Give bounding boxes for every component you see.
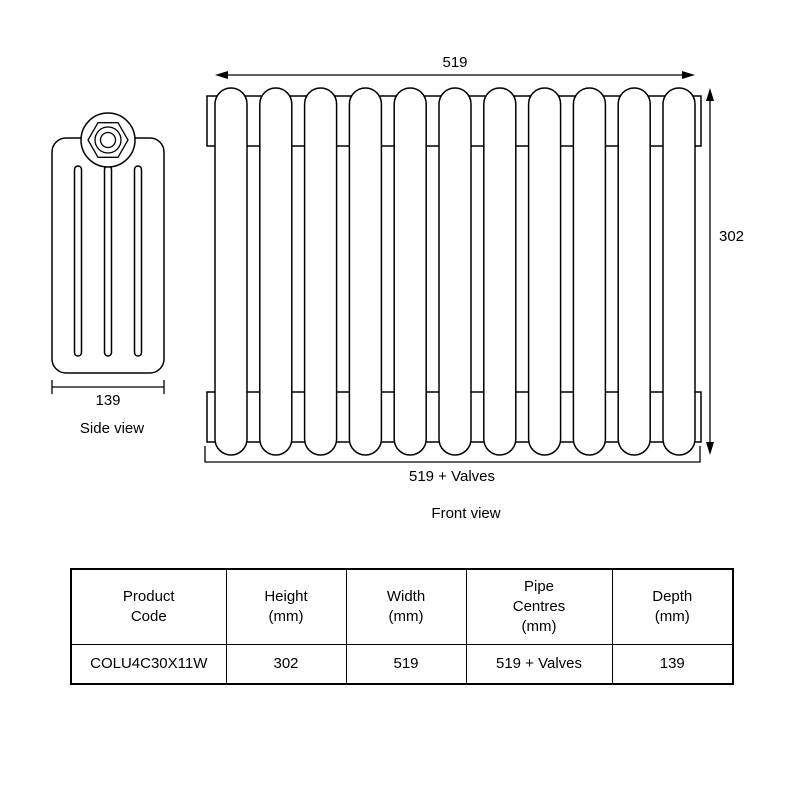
- pipe-centres-label: 519 + Valves: [409, 468, 495, 485]
- radiator-tube: [527, 87, 562, 456]
- spec-table: Product Code Height (mm) Width (mm) Pipe…: [70, 568, 734, 685]
- radiator-diagram: 139 Side view 519: [51, 54, 744, 522]
- width-dimension-arrow: [215, 71, 695, 79]
- radiator-tube: [438, 87, 472, 456]
- table-header-row: Product Code Height (mm) Width (mm) Pipe…: [70, 568, 734, 645]
- width-label: 519: [442, 54, 467, 71]
- depth-dimension: [51, 380, 165, 394]
- table-cell-width: 519: [345, 644, 467, 685]
- spec-table-container: Product Code Height (mm) Width (mm) Pipe…: [70, 568, 734, 685]
- radiator-tube: [483, 87, 517, 456]
- valve-icon: [80, 112, 136, 168]
- radiator-tube: [617, 87, 651, 456]
- depth-label: 139: [95, 392, 120, 409]
- table-header-width: Width (mm): [345, 568, 467, 645]
- table-header-product-code: Product Code: [70, 568, 227, 645]
- height-label: 302: [719, 228, 744, 245]
- radiator-tube: [348, 87, 383, 456]
- table-header-height: Height (mm): [225, 568, 347, 645]
- side-view-groove: [103, 165, 113, 357]
- table-cell-depth: 139: [611, 644, 734, 685]
- side-view-caption: Side view: [80, 420, 144, 437]
- side-view-groove: [73, 165, 83, 357]
- side-view-groove: [133, 165, 143, 357]
- table-row: COLU4C30X11W 302 519 519 + Valves 139: [70, 644, 734, 685]
- height-dimension-arrow: [706, 88, 714, 455]
- table-cell-height: 302: [225, 644, 347, 685]
- front-view-diagram: 519 302 519 + Valves Front view: [204, 54, 744, 522]
- radiator-tube: [662, 87, 696, 456]
- table-cell-pipe-centres: 519 + Valves: [465, 644, 613, 685]
- radiator-tube: [393, 87, 427, 456]
- pipe-centres-bracket: [204, 446, 701, 463]
- table-header-pipe-centres: Pipe Centres (mm): [465, 568, 613, 645]
- radiator-tube: [214, 87, 248, 456]
- radiator-tube: [572, 87, 607, 456]
- radiator-tube: [303, 87, 338, 456]
- radiator-tube: [259, 87, 293, 456]
- table-header-depth: Depth (mm): [611, 568, 734, 645]
- front-view-caption: Front view: [431, 505, 500, 522]
- table-cell-product-code: COLU4C30X11W: [70, 644, 227, 685]
- side-view-diagram: 139 Side view: [51, 112, 165, 437]
